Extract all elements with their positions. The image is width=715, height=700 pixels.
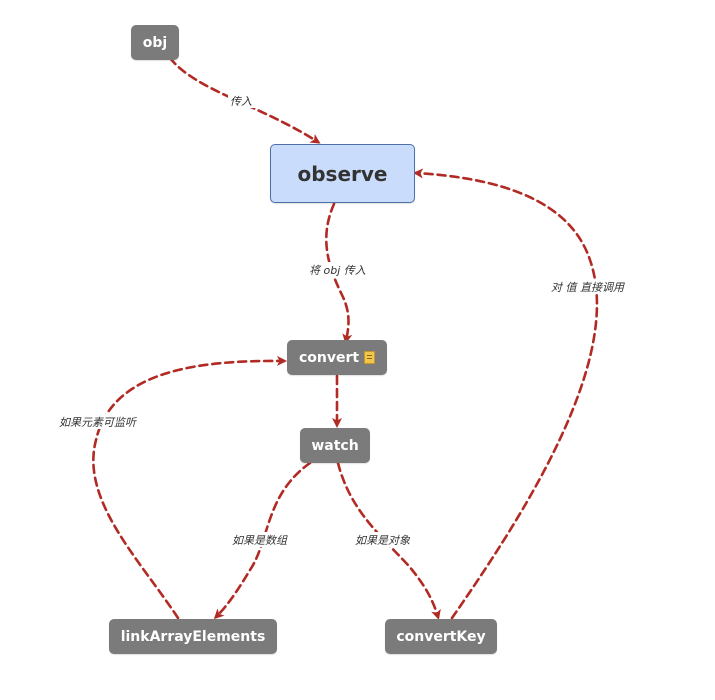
node-label: watch xyxy=(311,437,359,454)
edge-convert-key-to-observe xyxy=(413,168,599,620)
edge-label-obj-to-observe: 传入 xyxy=(228,93,256,108)
edge-label-text: 如果元素可监听 xyxy=(59,416,138,429)
node-convert-key[interactable]: convertKey xyxy=(385,619,497,654)
node-label: convertKey xyxy=(396,628,486,645)
node-link-array-elements[interactable]: linkArrayElements xyxy=(109,619,277,654)
node-label: linkArrayElements xyxy=(120,628,266,645)
node-observe[interactable]: observe xyxy=(270,144,415,203)
edge-observe-to-convert xyxy=(325,202,353,344)
edge-watch-to-link-array-elements xyxy=(213,461,312,620)
edge-link-array-elements-to-convert xyxy=(92,355,287,620)
edge-label-convert-key-to-observe: 对 值 直接调用 xyxy=(549,279,635,294)
node-label: observe xyxy=(297,161,388,186)
node-watch[interactable]: watch xyxy=(300,428,370,463)
edge-label-watch-to-link-array-elements: 如果是数组 xyxy=(230,532,296,547)
note-icon[interactable] xyxy=(364,351,376,364)
node-label: convert xyxy=(298,349,360,366)
edge-label-observe-to-convert: 将 obj 传入 xyxy=(307,262,371,277)
edge-label-text: 传入 xyxy=(230,95,252,108)
edge-label-text: 将 obj 传入 xyxy=(309,264,366,277)
edge-label-text: 如果是数组 xyxy=(232,534,288,547)
edge-label-link-array-elements-to-convert: 如果元素可监听 xyxy=(57,414,151,429)
edge-watch-to-convert-key xyxy=(336,461,441,620)
node-convert[interactable]: convert xyxy=(287,340,387,375)
node-label: obj xyxy=(142,34,168,51)
node-obj[interactable]: obj xyxy=(131,25,179,60)
edge-label-text: 对 值 直接调用 xyxy=(551,281,625,294)
edge-label-watch-to-convert-key: 如果是对象 xyxy=(353,532,419,547)
edge-label-text: 如果是对象 xyxy=(355,534,411,547)
